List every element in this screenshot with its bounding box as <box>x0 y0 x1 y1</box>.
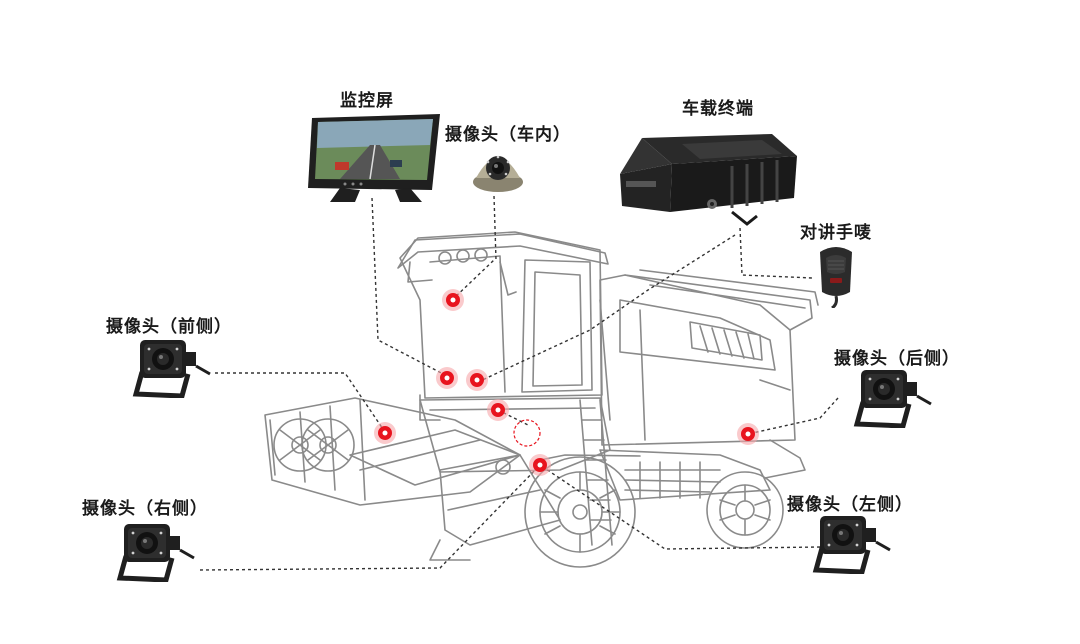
box-camera-icon <box>853 370 932 429</box>
label-monitor: 监控屏 <box>340 91 394 111</box>
label-camera-inside: 摄像头（车内） <box>445 125 571 145</box>
label-terminal: 车载终端 <box>682 99 754 119</box>
marker-cab-upper <box>442 289 464 311</box>
box-camera-icon <box>116 524 195 583</box>
label-camera-right: 摄像头（右侧） <box>82 499 208 519</box>
monitor-icon <box>300 110 450 205</box>
label-camera-left: 摄像头（左侧） <box>787 495 913 515</box>
box-camera-right <box>116 520 196 583</box>
handheld-mic-icon <box>812 242 860 310</box>
dome-camera-icon <box>470 142 526 198</box>
label-camera-front: 摄像头（前侧） <box>106 317 232 337</box>
box-camera-front <box>132 336 212 399</box>
label-camera-rear: 摄像头（后侧） <box>834 349 960 369</box>
box-camera-icon <box>812 516 891 575</box>
mdvr-terminal-icon <box>612 126 804 226</box>
box-camera-left <box>812 512 892 575</box>
label-intercom: 对讲手唛 <box>800 223 872 243</box>
box-camera-rear <box>853 366 933 429</box>
box-camera-icon <box>132 340 211 399</box>
